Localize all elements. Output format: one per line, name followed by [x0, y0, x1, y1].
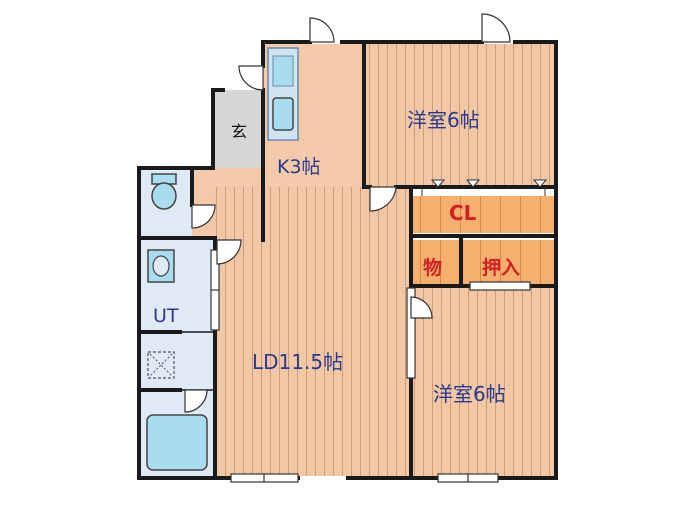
washbasin-icon [147, 249, 175, 283]
windows [210, 249, 531, 483]
door-arc-bedroom [410, 296, 433, 319]
door-arc-toilet [191, 204, 216, 229]
oshiire-floor [461, 240, 556, 286]
room-label-oshiire: 押入 [482, 257, 521, 279]
room-label-living-dining: LD11.5帖 [252, 350, 344, 374]
door-arc-kitchen-hall [369, 186, 397, 212]
room-label-entrance: 玄 [231, 122, 248, 141]
toilet-icon [151, 173, 177, 210]
door-arc-top-right [481, 13, 511, 43]
door-arc-entrance [238, 65, 264, 91]
room-label-closet: CL [449, 201, 477, 225]
bathtub-icon [146, 414, 208, 471]
closet-door-markers [421, 179, 548, 196]
washer-drain-icon [147, 351, 175, 379]
room-label-western-bottom: 洋室6帖 [433, 382, 506, 406]
storage-floor [411, 240, 461, 286]
western-room-top-floor [364, 44, 556, 187]
closet-floor [411, 196, 556, 233]
room-label-unit-bath: UT [153, 305, 179, 327]
entrance-floor [215, 90, 263, 168]
sink-icon [272, 97, 294, 131]
room-label-western-top: 洋室6帖 [407, 108, 480, 132]
western-room-bottom-floor [411, 286, 556, 476]
doors [184, 13, 511, 413]
door-arc-bath [184, 389, 208, 413]
living-dining-floor [215, 187, 411, 476]
door-arc-top-left [309, 17, 335, 43]
stove-icon [272, 55, 294, 87]
door-arc-ldk [216, 239, 242, 265]
room-label-kitchen: K3帖 [277, 156, 321, 178]
room-label-storage: 物 [423, 257, 443, 279]
